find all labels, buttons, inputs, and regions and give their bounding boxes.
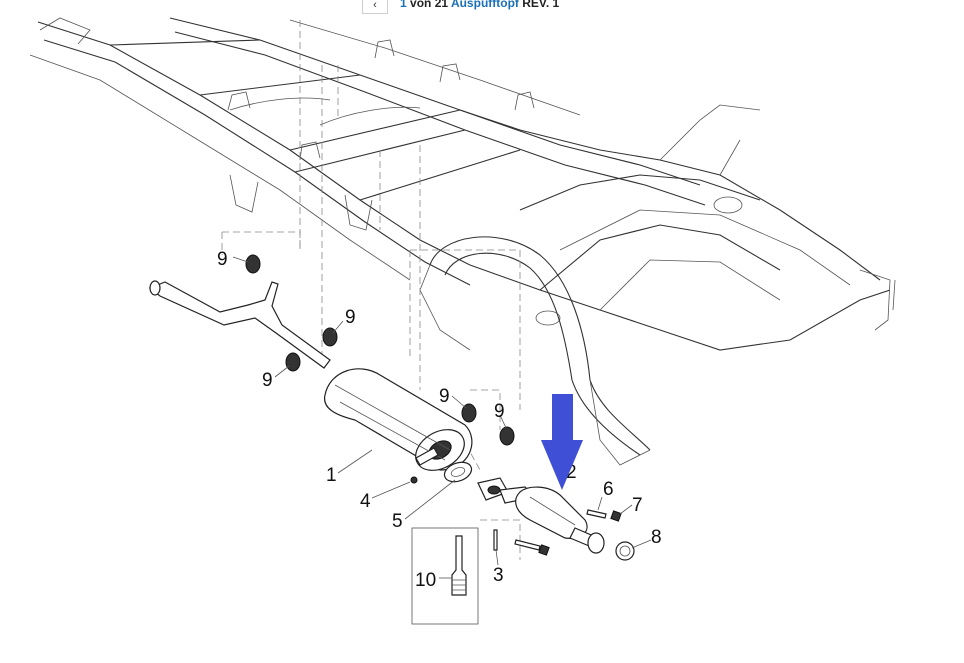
catalytic-converter <box>499 486 605 554</box>
revision-label: REV. 1 <box>522 0 560 10</box>
nut <box>410 476 418 484</box>
callout-2[interactable]: 2 <box>566 462 577 483</box>
nut <box>610 510 622 522</box>
sensor-detail-box <box>411 527 479 625</box>
muffler <box>324 368 473 471</box>
callout-6[interactable]: 6 <box>603 479 614 500</box>
callout-5[interactable]: 5 <box>392 511 403 532</box>
callout-labels: 9 9 9 9 9 1 2 4 5 3 6 7 8 10 <box>217 249 662 591</box>
arrow-down-icon <box>541 394 583 490</box>
callout-9[interactable]: 9 <box>262 370 273 391</box>
rubber-hangers <box>245 254 515 446</box>
page-count: von 21 <box>410 0 449 10</box>
page-index-link[interactable]: 1 <box>400 0 407 10</box>
callout-10[interactable]: 10 <box>415 570 436 591</box>
callout-9[interactable]: 9 <box>217 249 228 270</box>
callout-3[interactable]: 3 <box>493 565 504 586</box>
callout-8[interactable]: 8 <box>651 527 662 548</box>
top-bar: ‹ 1 von 21 Auspufftopf REV. 1 <box>362 0 602 14</box>
vehicle-frame <box>29 17 896 560</box>
callout-9[interactable]: 9 <box>494 401 505 422</box>
chevron-left-icon: ‹ <box>373 0 377 11</box>
callout-9[interactable]: 9 <box>345 307 356 328</box>
diagram-title-link[interactable]: Auspufftopf <box>450 0 519 10</box>
bolt <box>586 509 607 519</box>
callout-1[interactable]: 1 <box>326 465 337 486</box>
clamp-ring <box>615 541 635 561</box>
leader-lines <box>232 256 652 579</box>
prev-page-button[interactable]: ‹ <box>362 0 388 14</box>
callout-4[interactable]: 4 <box>360 491 371 512</box>
callout-9[interactable]: 9 <box>439 386 450 407</box>
breadcrumb: 1 von 21 Auspufftopf REV. 1 <box>400 0 559 10</box>
callout-7[interactable]: 7 <box>632 495 643 516</box>
gasket <box>443 461 473 483</box>
oxygen-sensor <box>451 535 467 596</box>
exhaust-system <box>148 254 635 625</box>
